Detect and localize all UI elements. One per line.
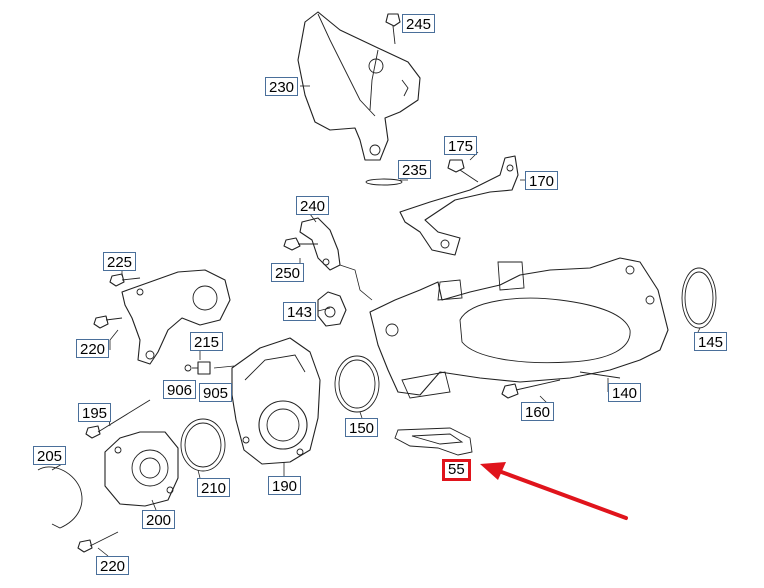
mounting-plate-part <box>121 269 231 365</box>
sensor-part <box>317 291 347 327</box>
o-ring-part <box>365 178 403 186</box>
callout-220-upper[interactable]: 220 <box>76 339 110 358</box>
callout-250[interactable]: 250 <box>271 263 305 282</box>
bolt-part <box>501 379 561 399</box>
o-ring-part <box>681 267 717 329</box>
callout-175[interactable]: 175 <box>444 136 478 155</box>
callout-190[interactable]: 190 <box>268 476 302 495</box>
bolt-part <box>109 273 141 287</box>
o-ring-part <box>180 418 226 472</box>
callout-225[interactable]: 225 <box>103 252 137 271</box>
bolt-part <box>447 159 479 183</box>
callout-170[interactable]: 170 <box>525 171 559 190</box>
flange-part <box>104 431 179 507</box>
callout-220-lower[interactable]: 220 <box>96 556 130 575</box>
callout-215[interactable]: 215 <box>190 332 224 351</box>
callout-905[interactable]: 905 <box>199 383 233 402</box>
highlight-arrow <box>480 462 628 520</box>
intake-manifold-part <box>369 257 669 399</box>
engine-cover-part <box>297 11 421 161</box>
callout-210[interactable]: 210 <box>197 478 231 497</box>
callout-55-highlighted[interactable]: 55 <box>442 459 471 481</box>
bolt-part <box>85 399 151 439</box>
callout-145[interactable]: 145 <box>694 332 728 351</box>
bolt-part <box>385 13 401 45</box>
o-ring-part <box>184 422 222 468</box>
callout-195[interactable]: 195 <box>78 403 112 422</box>
callout-240[interactable]: 240 <box>296 196 330 215</box>
callout-230[interactable]: 230 <box>265 77 299 96</box>
small-fitting-part <box>184 361 211 375</box>
bolt-part <box>283 237 318 251</box>
o-ring-part <box>338 359 376 409</box>
callout-143[interactable]: 143 <box>283 302 317 321</box>
o-ring-part <box>684 271 714 325</box>
callout-160[interactable]: 160 <box>521 402 555 421</box>
bolt-part <box>77 531 119 553</box>
callout-150[interactable]: 150 <box>345 418 379 437</box>
bolt-part <box>93 315 123 329</box>
bracket-part <box>299 217 341 271</box>
callout-200[interactable]: 200 <box>142 510 176 529</box>
callout-245[interactable]: 245 <box>402 14 436 33</box>
callout-140[interactable]: 140 <box>608 383 642 402</box>
callout-906[interactable]: 906 <box>163 380 197 399</box>
callout-235[interactable]: 235 <box>398 160 432 179</box>
throttle-body-part <box>231 337 321 465</box>
spring-clip-part <box>37 466 83 529</box>
gasket-part <box>394 427 473 456</box>
o-ring-part <box>334 355 380 413</box>
callout-205[interactable]: 205 <box>33 446 67 465</box>
bracket-part <box>399 155 519 256</box>
